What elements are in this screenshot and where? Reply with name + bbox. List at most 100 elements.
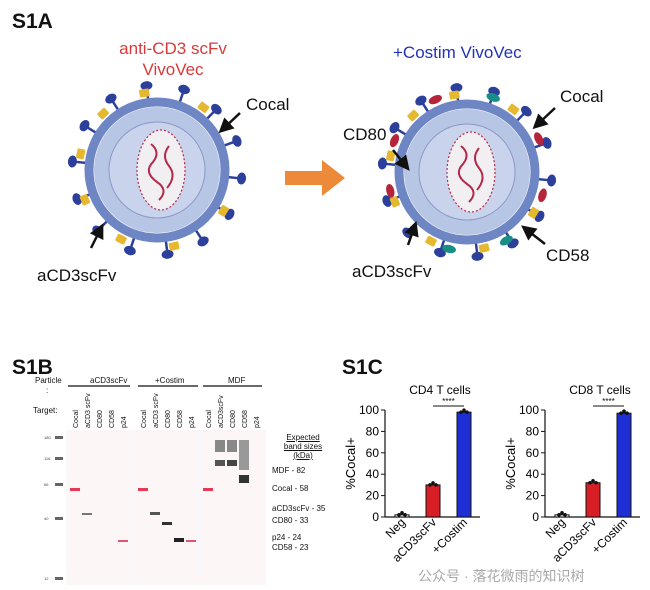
cocal-glycoprotein [161, 249, 174, 259]
watermark: 公众号 · 落花微雨的知识树 [418, 568, 585, 584]
panel-c-label: S1C [342, 356, 383, 379]
transition-arrow [285, 160, 345, 196]
protein-band [227, 460, 237, 466]
y-tick-label: 0 [532, 510, 539, 524]
protein-band [239, 475, 249, 483]
costim-ligand [428, 95, 442, 105]
group-acd3scfv: aCD3scFv [90, 376, 128, 385]
costim-ligand [538, 188, 547, 203]
scfv-molecule [478, 243, 490, 253]
expected-title-line-1: Expected [286, 433, 320, 442]
scfv-molecule [449, 90, 460, 100]
blot-lane [251, 430, 261, 585]
chart-title: CD4 T cells [409, 383, 471, 397]
cocal-glycoprotein [415, 95, 427, 106]
acd3-label-left: aCD3scFv [37, 266, 117, 285]
category-label: Neg [383, 515, 408, 540]
blot-lane [70, 430, 80, 585]
bar-chart-1: CD4 T cells%Cocal+020406080100NegaCD3scF… [343, 383, 480, 565]
cocal-glycoprotein [178, 84, 190, 95]
ladder-band [55, 483, 63, 486]
rna-strand [147, 143, 165, 201]
blot-lane [94, 430, 104, 585]
costim-ligand [486, 93, 500, 102]
cocal-glycoprotein [79, 120, 90, 132]
ladder-marker-label: 40 [44, 516, 49, 521]
bar-chart-2: CD8 T cells%Cocal+020406080100NegaCD3scF… [503, 383, 640, 565]
cocal-glycoprotein [434, 247, 446, 258]
bar-costim [616, 412, 632, 518]
bar-neg [554, 514, 570, 518]
cocal-label-right: Cocal [560, 87, 604, 106]
protein-band [70, 488, 80, 491]
ladder-marker-label: 12 [44, 576, 49, 581]
data-point [431, 481, 435, 485]
cocal-glycoprotein [377, 157, 387, 170]
significance-label: **** [442, 397, 454, 406]
protein-band [150, 512, 160, 515]
cocal-glycoprotein [124, 245, 136, 256]
data-point [560, 511, 564, 515]
chart-title: CD8 T cells [569, 383, 631, 397]
blot-lane [215, 430, 225, 585]
cocal-glycoprotein [471, 251, 484, 261]
data-point [622, 409, 626, 414]
lane-label: Cocal [206, 410, 213, 428]
acd3-pointer-left [89, 223, 104, 249]
cd58-pointer [521, 225, 546, 245]
data-point [462, 408, 466, 412]
bar-neg [394, 514, 410, 518]
blot-lane [118, 430, 128, 585]
y-tick-label: 60 [526, 446, 540, 460]
y-axis-label: %Cocal+ [343, 437, 358, 489]
cocal-glycoprotein [382, 195, 392, 207]
lane-label: p24 [189, 416, 196, 428]
anti-cd3-virion [67, 81, 247, 259]
ladder-band [55, 436, 63, 439]
scfv-molecule [97, 107, 109, 120]
category-label: Neg [543, 515, 568, 540]
right-vector-title: +Costim VivoVec [393, 43, 522, 62]
data-point [588, 480, 592, 485]
protein-band [162, 522, 172, 525]
cocal-glycoprotein [67, 155, 77, 168]
data-point [400, 511, 404, 515]
virus-diagram [67, 81, 557, 261]
data-point [557, 513, 561, 517]
cd58-label: CD58 [546, 246, 590, 265]
scfv-molecule [197, 101, 210, 113]
data-point [563, 513, 567, 517]
bar-acd3scfv [585, 482, 601, 518]
blot-lane [150, 430, 160, 585]
size-cd80: CD80 - 33 [272, 516, 309, 525]
y-tick-label: 80 [526, 424, 540, 438]
cocal-glycoprotein [542, 137, 552, 149]
costim-virion [377, 83, 557, 261]
y-tick-label: 100 [519, 403, 539, 417]
scfv-molecule [528, 206, 539, 219]
ladder-band [55, 457, 63, 460]
y-tick-label: 100 [359, 403, 379, 417]
group-costim: +Costim [155, 376, 185, 385]
panel-b-label: S1B [12, 356, 53, 379]
size-p24: p24 - 24 [272, 533, 302, 542]
lipid-membrane [84, 97, 230, 243]
data-point [591, 478, 595, 483]
scfv-molecule [168, 241, 180, 251]
costim-ligand [386, 184, 395, 198]
ladder-marker-label: 180 [44, 435, 51, 440]
costim-ligand [499, 235, 513, 246]
y-tick-label: 20 [366, 489, 380, 503]
size-cocal: Cocal - 58 [272, 484, 309, 493]
y-tick-label: 40 [526, 467, 540, 481]
protein-band [82, 513, 92, 515]
protein-band [203, 488, 213, 491]
blot-lane [203, 430, 213, 585]
rna-strand [164, 145, 174, 189]
size-acd3scfv: aCD3scFv - 35 [272, 504, 326, 513]
group-mdf: MDF [228, 376, 246, 385]
lane-label: aCD3scFv [218, 395, 225, 428]
expected-title-line-3: (kDa) [293, 451, 313, 460]
data-point [594, 480, 598, 485]
